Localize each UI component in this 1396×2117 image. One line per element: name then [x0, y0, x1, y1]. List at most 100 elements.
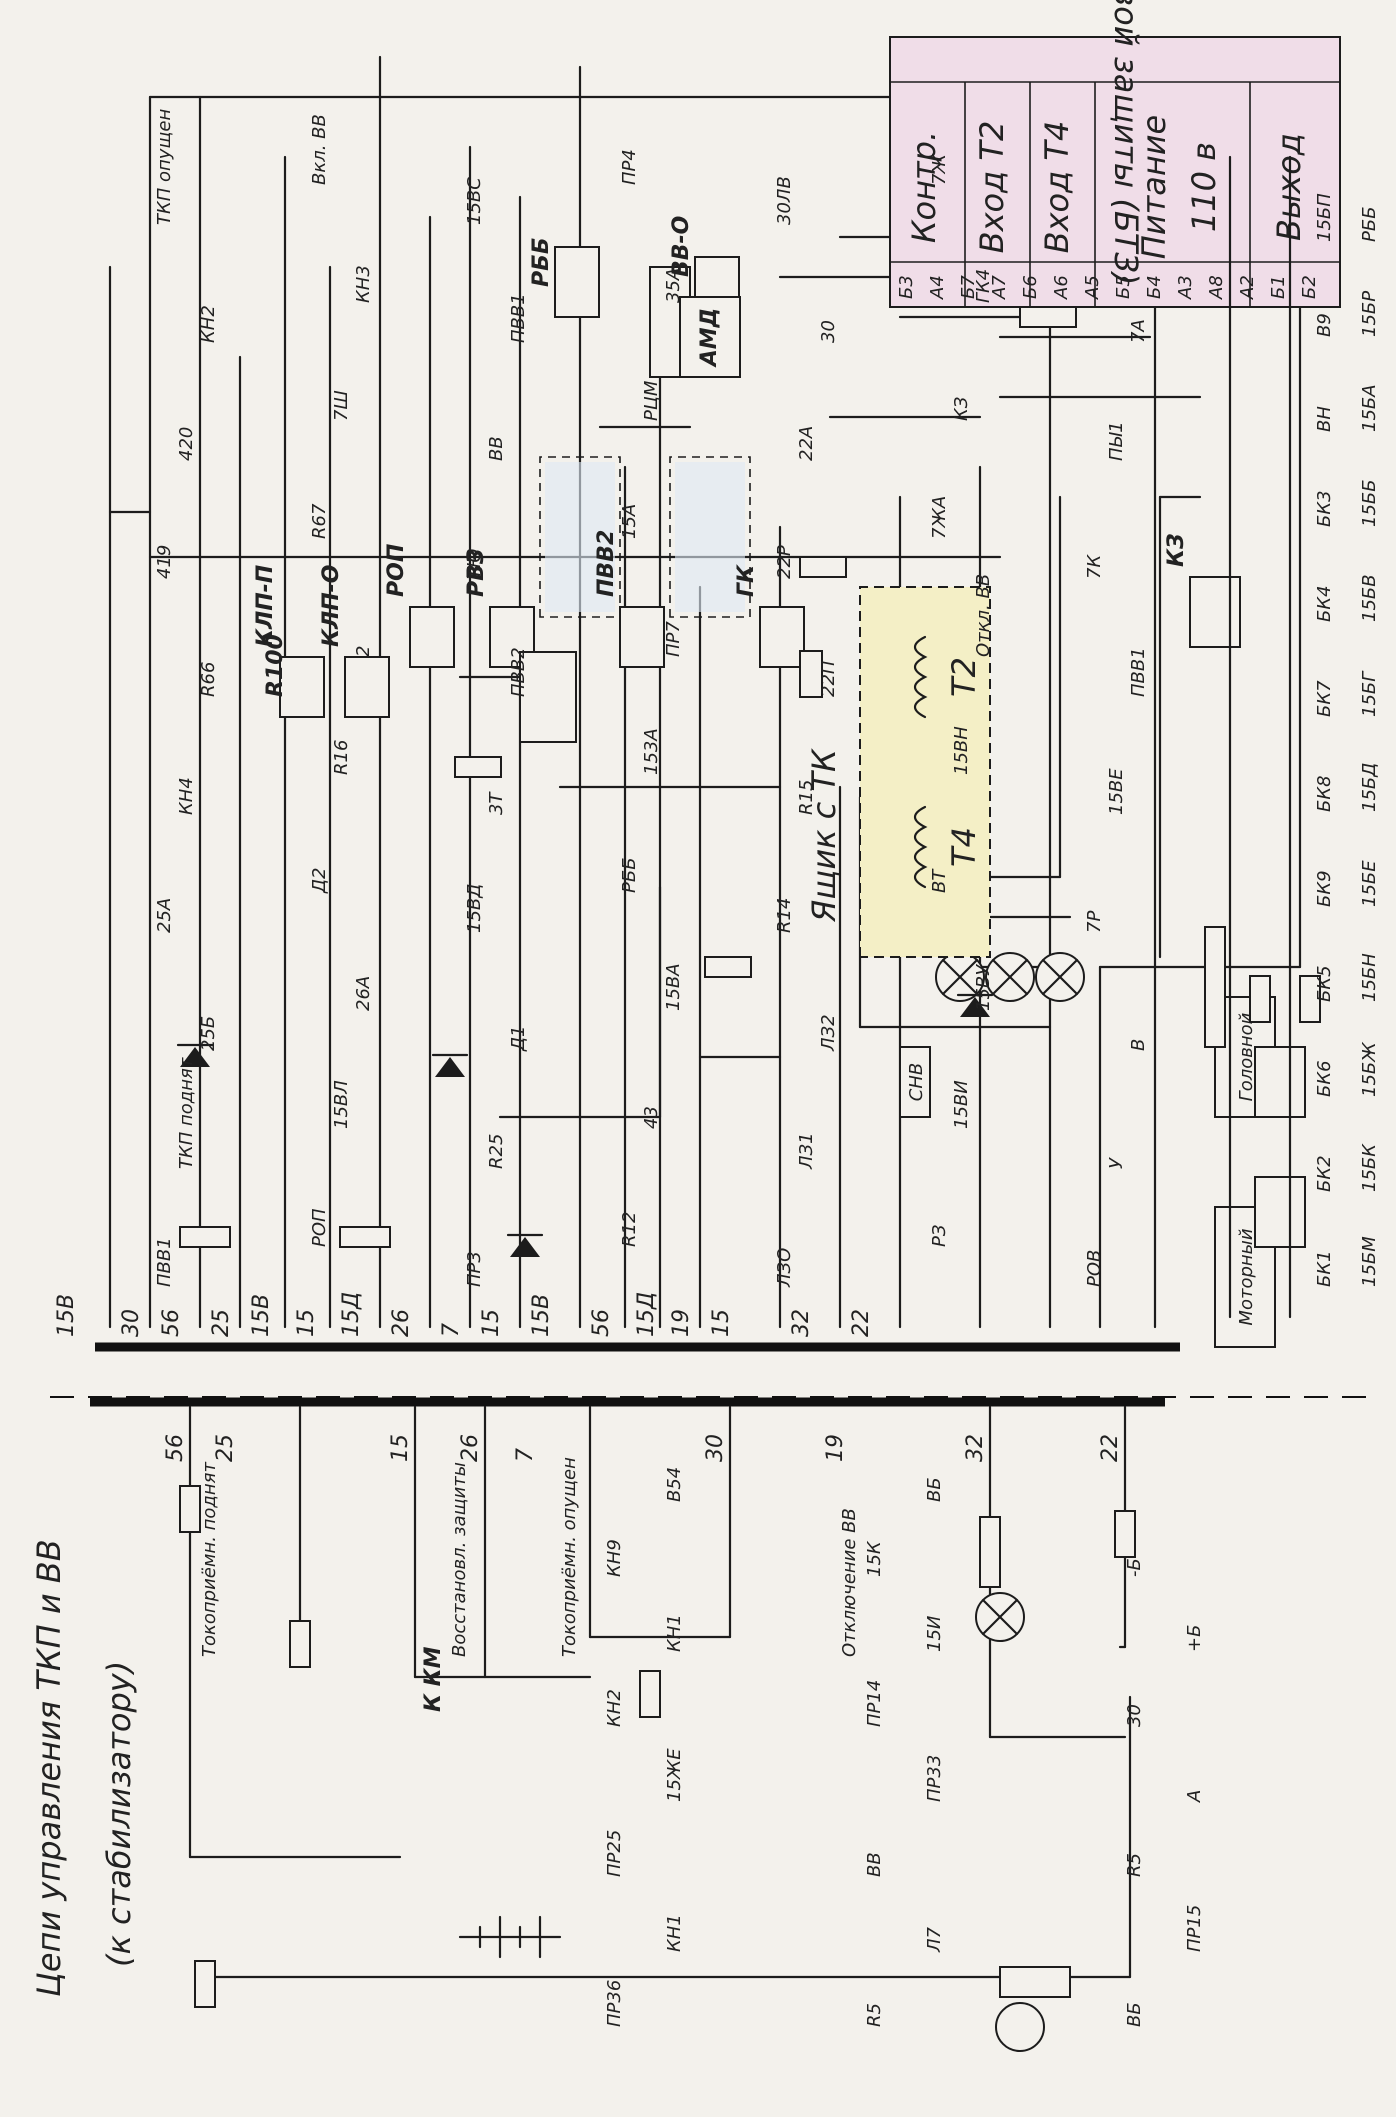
top-contacts: БК1БК2БК6БК5БК9БК8БК7БК4БК3ВНВ915БП15БМ1… — [1314, 193, 1380, 1287]
button-label-4: Отключение ВВ — [839, 1508, 860, 1657]
top-contact-1: БК1 — [1314, 1250, 1335, 1287]
contact-label-6: R66 — [198, 662, 219, 697]
motor-wire-5: 15В — [249, 1294, 274, 1337]
block-row-1: Контр. — [905, 131, 943, 243]
top-contact-8: БК4 — [1314, 585, 1335, 622]
contact-label-39: 35А — [663, 268, 684, 303]
contact-label-1: ПВВ1 — [154, 1237, 175, 1287]
contact-label-44: R14 — [774, 898, 795, 933]
contact-label-7: 419 — [154, 545, 175, 579]
head-wire-8: 32 — [963, 1434, 988, 1462]
tk-box-caption: Ящик с ТК — [805, 748, 843, 923]
block-row-4: Питание — [1135, 115, 1173, 260]
relay-label-6: ГК — [734, 564, 759, 597]
motor-wire-12: 56 — [589, 1309, 614, 1337]
motor-wire-1: 15В — [54, 1294, 79, 1337]
top-contact-7: БК7 — [1314, 680, 1335, 717]
relay-label-4: РВЗ — [464, 548, 489, 597]
coil-t2: Т2 — [945, 657, 983, 697]
top-contact-24: РББ — [1359, 206, 1380, 242]
head-component-21: 30 — [1124, 1704, 1145, 1727]
contact-label-55: 15ВН — [951, 726, 972, 775]
contact-label-62: У — [1106, 1157, 1127, 1169]
motor-wire-9: 7 — [439, 1323, 464, 1337]
contact-label-23: Д1 — [508, 1025, 529, 1052]
contact-label-36: ПР7 — [663, 621, 684, 657]
top-contact-4: БК5 — [1314, 965, 1335, 1002]
motor-wire-15: 15 — [709, 1309, 734, 1337]
block-row-3: Вход Т4 — [1038, 121, 1076, 254]
head-component-22: +Б — [1184, 1625, 1205, 1652]
contact-label-2: ТКП поднят — [176, 1057, 197, 1169]
relay-label-10: R100 — [263, 634, 288, 697]
contact-label-12: 15ВЛ — [331, 1080, 352, 1129]
head-component-14: 15И — [924, 1616, 945, 1652]
contact-label-56: Откл. ВВ — [973, 574, 994, 657]
head-component-18: ПР15 — [1184, 1905, 1205, 1952]
button-label-2: Восстановл. защиты — [449, 1462, 470, 1657]
contact-label-20: Вкл. ВВ — [309, 114, 330, 185]
vv-relay-frame — [539, 456, 621, 618]
motor-wire-2: 30 — [119, 1309, 144, 1337]
head-component-7: КН9 — [604, 1539, 625, 1577]
contact-label-15: R16 — [331, 740, 352, 775]
contact-label-21: ПР3 — [464, 1251, 485, 1287]
coil-t4: Т4 — [945, 827, 983, 867]
amd-label: АМД — [697, 308, 722, 369]
block-pin-6: А6 — [1051, 275, 1072, 300]
head-wiring — [179, 1405, 1136, 2052]
contact-label-50: 30ЛВ — [774, 176, 795, 225]
head-component-12: ПР33 — [924, 1755, 945, 1802]
contact-label-11: РОП — [309, 1208, 330, 1247]
motor-wire-3: 56 — [159, 1309, 184, 1337]
contact-label-32: 43 — [641, 1106, 662, 1129]
top-contact-23: 15БР — [1359, 291, 1380, 337]
block-pin-3: Б7 — [958, 275, 979, 299]
rov-relay-frame — [669, 456, 751, 618]
block-pin-1: Б3 — [896, 275, 917, 299]
contact-label-29: ПВВ1 — [508, 293, 529, 343]
head-component-5: КН2 — [604, 1689, 625, 1727]
contact-label-3: 25Б — [198, 1016, 219, 1051]
top-contact-strip — [1228, 155, 1292, 1319]
top-contact-6: БК8 — [1314, 775, 1335, 812]
head-component-13: ПР14 — [864, 1680, 885, 1727]
relay-label-9: КЗ — [1164, 533, 1189, 567]
contact-label-41: ЛЗО — [774, 1248, 795, 1288]
motor-wire-6: 15 — [294, 1309, 319, 1337]
contact-label-37: 15А — [619, 504, 640, 539]
contact-label-31: R12 — [619, 1212, 640, 1247]
relay-label-8: ВВ-О — [669, 216, 694, 277]
top-contact-13: 15БМ — [1359, 1236, 1380, 1287]
block-row-2: Вход Т2 — [973, 121, 1011, 254]
contact-label-48: 22А — [796, 426, 817, 461]
contact-label-24: 15ВД — [464, 884, 485, 933]
head-component-3: ПР25 — [604, 1830, 625, 1877]
contact-label-60: 7Ж — [929, 154, 950, 185]
head-wire-5: 7 — [513, 1448, 538, 1462]
contact-label-58: КЗ — [951, 396, 972, 421]
top-contact-19: 15БГ — [1359, 670, 1380, 717]
motor-wire-7: 15Д — [339, 1292, 364, 1337]
contact-label-65: 15ВЕ — [1106, 768, 1127, 815]
relay-label-5: ПВВ2 — [594, 530, 619, 597]
head-component-19: R5 — [1124, 1853, 1145, 1877]
head-component-4: 15ЖЕ — [664, 1748, 685, 1802]
head-component-23: -Б — [1124, 1558, 1145, 1577]
head-component-17: ВБ — [1124, 2002, 1145, 2027]
contact-label-18: 7Ш — [331, 390, 352, 421]
top-contact-15: 15БЖ — [1359, 1042, 1380, 1097]
contact-label-17: R67 — [309, 503, 330, 539]
block-pin-14: Б2 — [1299, 275, 1320, 299]
head-buttons: Токоприёмн. поднят Восстановл. защиты То… — [199, 1457, 860, 1712]
contact-label-28: ВВ — [486, 436, 507, 461]
contact-label-4: 25А — [154, 898, 175, 933]
head-wire-2: 25 — [213, 1434, 238, 1462]
head-component-11: ВВ — [864, 1852, 885, 1877]
motor-wire-17: 22 — [849, 1309, 874, 1337]
